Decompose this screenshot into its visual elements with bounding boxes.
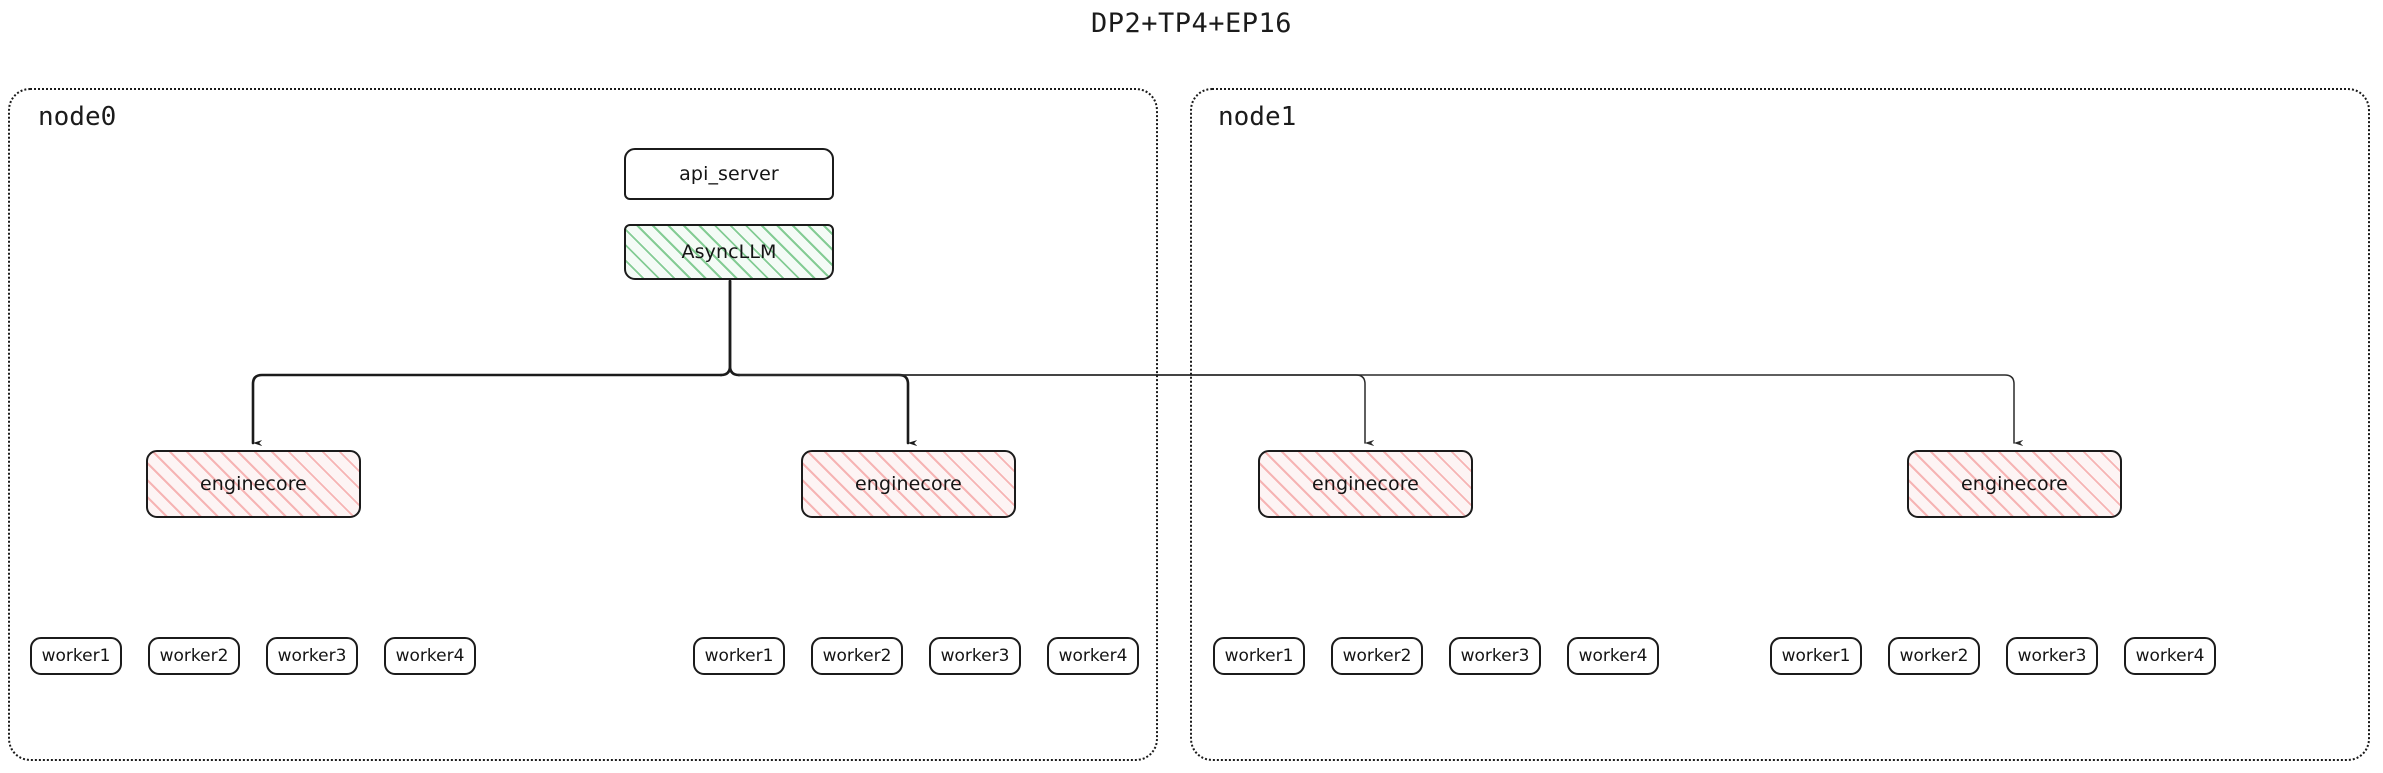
enginecore-label: enginecore	[200, 473, 307, 495]
diagram-title: DP2+TP4+EP16	[1090, 8, 1293, 39]
worker-chip[interactable]: worker2	[1331, 637, 1423, 675]
worker-chip[interactable]: worker1	[1770, 637, 1862, 675]
enginecore-label: enginecore	[1961, 473, 2068, 495]
node-label-node1: node1	[1218, 102, 1297, 132]
enginecore-box-node1-1[interactable]: enginecore	[1907, 450, 2122, 518]
enginecore-box-node1-0[interactable]: enginecore	[1258, 450, 1473, 518]
enginecore-label: enginecore	[855, 473, 962, 495]
worker-chip[interactable]: worker3	[2006, 637, 2098, 675]
worker-chip[interactable]: worker3	[929, 637, 1021, 675]
async-llm-box[interactable]: AsyncLLM	[624, 224, 834, 280]
worker-chip[interactable]: worker1	[1213, 637, 1305, 675]
worker-chip[interactable]: worker4	[1047, 637, 1139, 675]
api-server-box[interactable]: api_server	[624, 148, 834, 200]
node-container-node0	[8, 88, 1158, 761]
worker-chip[interactable]: worker2	[148, 637, 240, 675]
node-label-node0: node0	[38, 102, 117, 132]
enginecore-label: enginecore	[1312, 473, 1419, 495]
api-server-label: api_server	[679, 163, 779, 185]
worker-chip[interactable]: worker3	[266, 637, 358, 675]
worker-chip[interactable]: worker3	[1449, 637, 1541, 675]
worker-chip[interactable]: worker1	[693, 637, 785, 675]
worker-chip[interactable]: worker4	[1567, 637, 1659, 675]
worker-chip[interactable]: worker4	[384, 637, 476, 675]
worker-chip[interactable]: worker2	[1888, 637, 1980, 675]
enginecore-box-node0-1[interactable]: enginecore	[801, 450, 1016, 518]
node-container-node1	[1190, 88, 2370, 761]
worker-chip[interactable]: worker2	[811, 637, 903, 675]
async-llm-label: AsyncLLM	[681, 241, 777, 263]
worker-chip[interactable]: worker1	[30, 637, 122, 675]
enginecore-box-node0-0[interactable]: enginecore	[146, 450, 361, 518]
worker-chip[interactable]: worker4	[2124, 637, 2216, 675]
